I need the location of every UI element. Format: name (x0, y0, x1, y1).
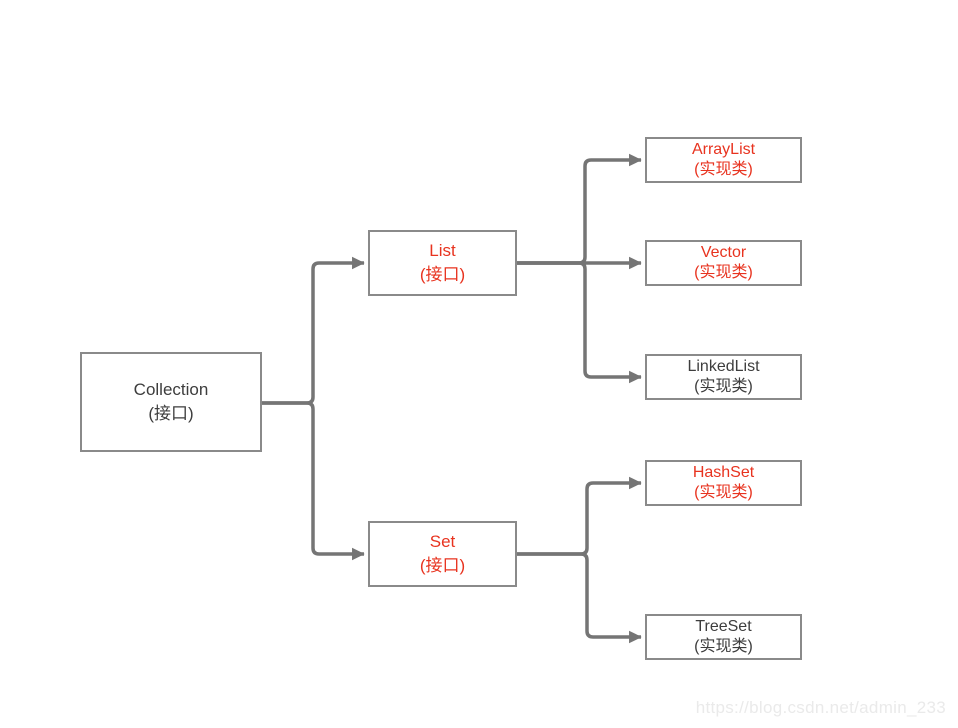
node-treeset-title: TreeSet (695, 618, 752, 635)
node-treeset: TreeSet (实现类) (645, 614, 802, 660)
node-list-title: List (429, 241, 456, 260)
node-collection-title: Collection (133, 380, 209, 399)
edge-set-hashset (517, 476, 642, 556)
node-vector: Vector (实现类) (645, 240, 802, 286)
node-list: List (接口) (368, 230, 517, 296)
node-collection-subtitle: (接口) (148, 404, 194, 423)
node-linkedlist: LinkedList (实现类) (645, 354, 802, 400)
node-arraylist: ArrayList (实现类) (645, 137, 802, 183)
node-set: Set (接口) (368, 521, 517, 587)
node-arraylist-title: ArrayList (691, 141, 756, 158)
node-hashset-subtitle: (实现类) (694, 484, 753, 501)
node-collection: Collection (接口) (80, 352, 262, 452)
node-vector-title: Vector (700, 244, 747, 261)
node-hashset-title: HashSet (692, 464, 755, 481)
node-set-subtitle: (接口) (419, 556, 466, 575)
node-treeset-subtitle: (实现类) (694, 638, 753, 655)
edge-collection-list (262, 256, 365, 405)
node-set-title: Set (429, 532, 456, 551)
edge-collection-set (262, 401, 365, 561)
node-vector-subtitle: (实现类) (694, 264, 753, 281)
edge-set-treeset (517, 552, 642, 644)
watermark-url: https://blog.csdn.net/admin_233 (695, 698, 946, 717)
node-hashset: HashSet (实现类) (645, 460, 802, 506)
node-list-subtitle: (接口) (419, 265, 466, 284)
node-arraylist-subtitle: (实现类) (694, 161, 753, 178)
node-linkedlist-title: LinkedList (687, 358, 760, 375)
node-linkedlist-subtitle: (实现类) (694, 378, 753, 395)
edge-list-linkedlist (517, 261, 642, 384)
edge-list-arraylist (517, 153, 642, 265)
